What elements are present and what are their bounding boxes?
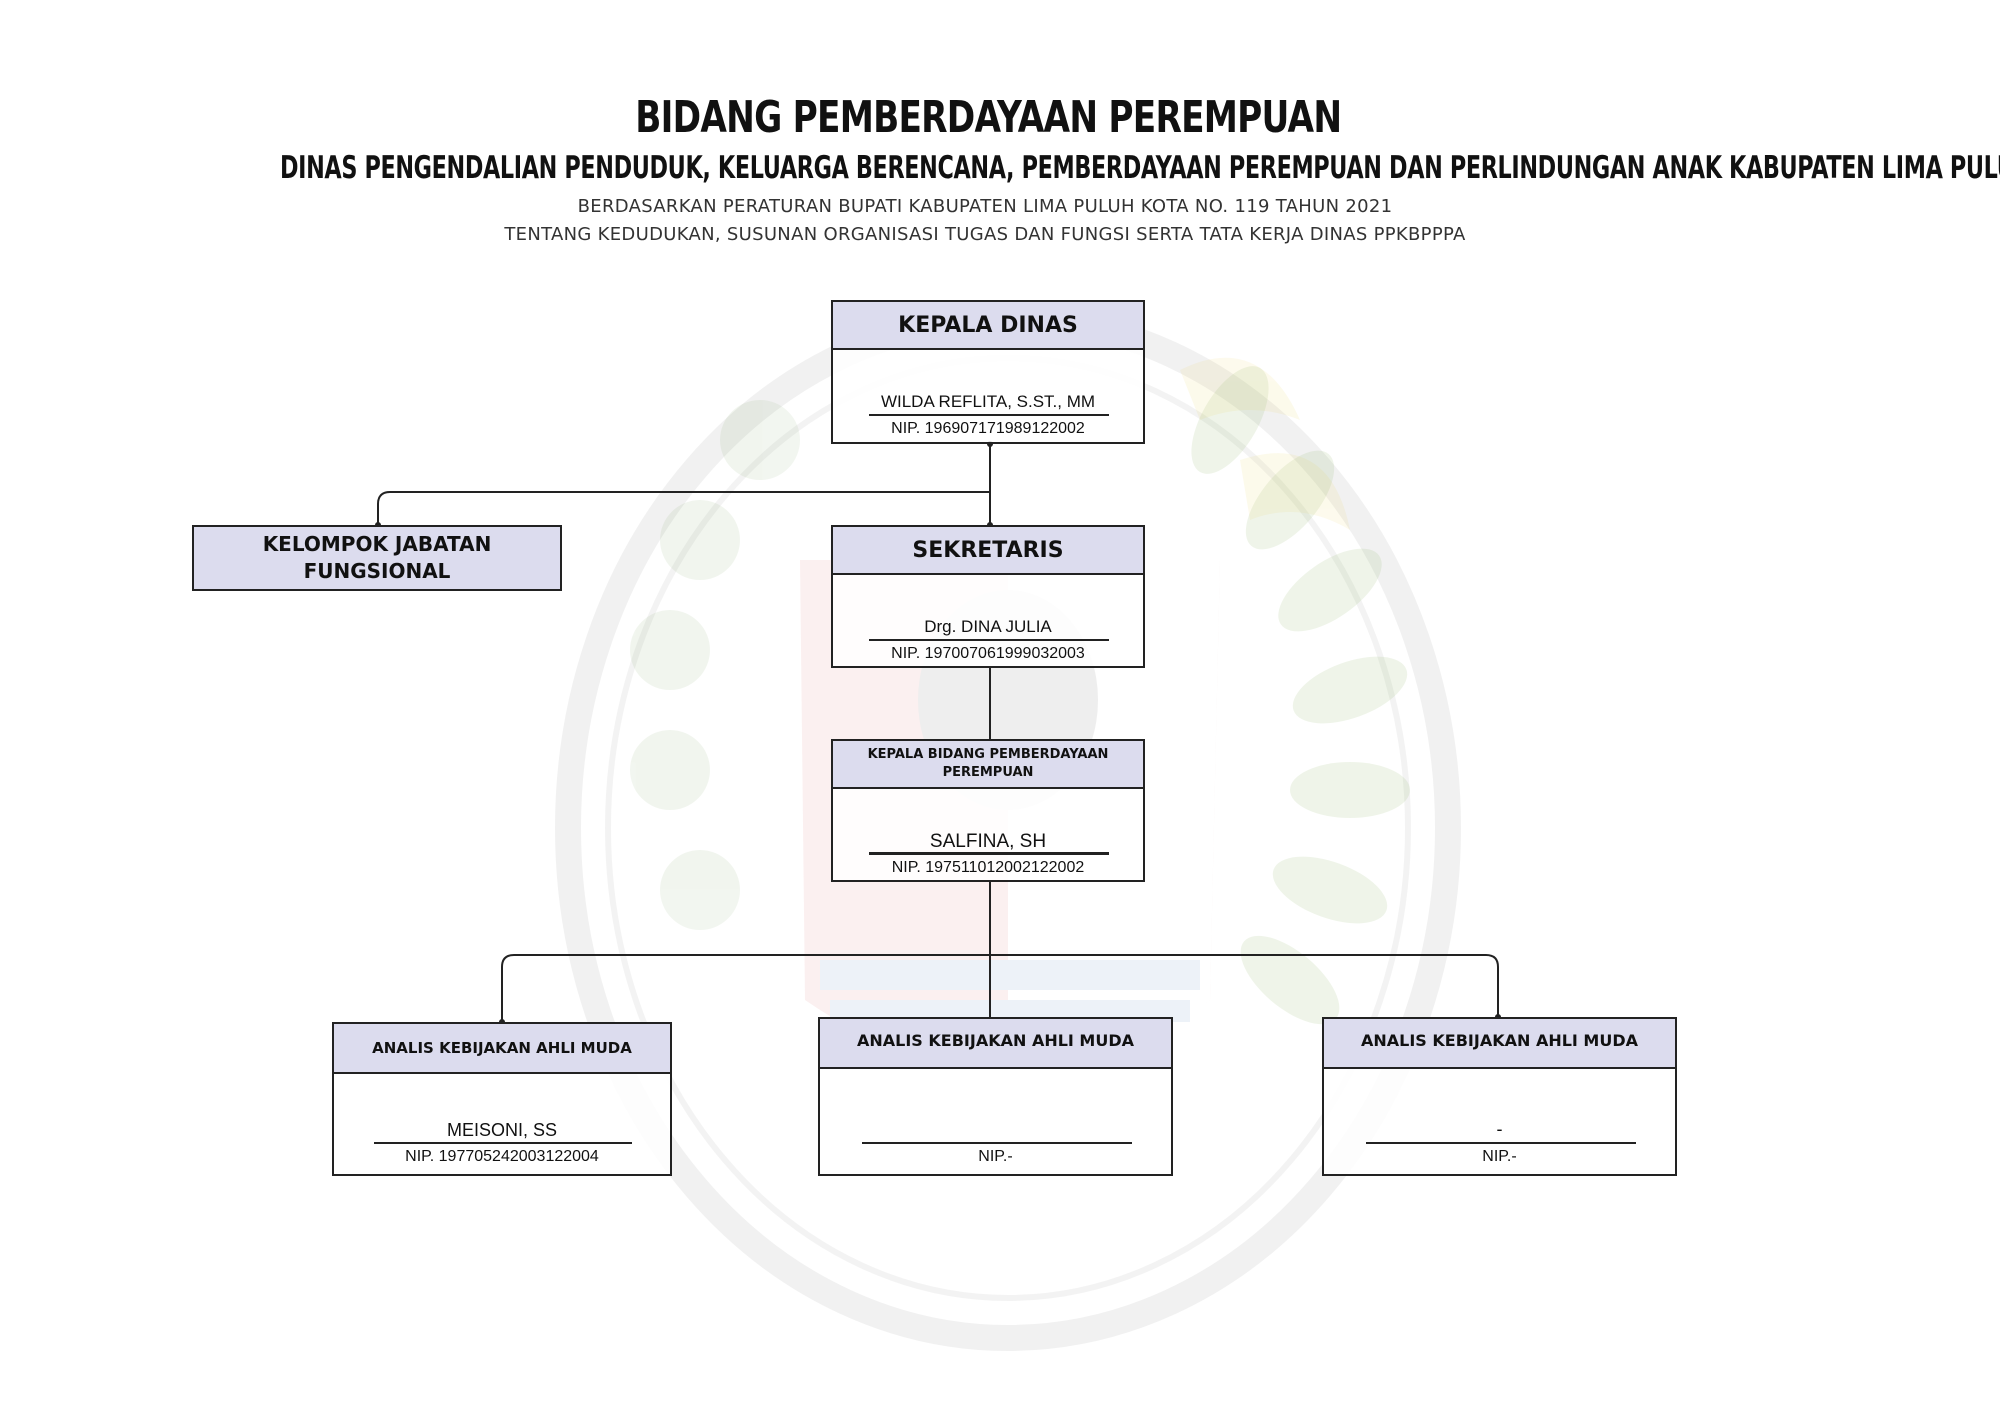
analis-3-signature-line — [1366, 1142, 1636, 1144]
sekretaris-nip: NIP. 197007061999032003 — [891, 645, 1085, 662]
analis-3-title: ANALIS KEBIJAKAN AHLI MUDA — [1324, 1019, 1675, 1069]
sekretaris-name: Drg. DINA JULIA — [924, 617, 1052, 636]
kepala-dinas-box: KEPALA DINAS WILDA REFLITA, S.ST., MM NI… — [831, 300, 1145, 444]
connector-analis-bar — [501, 954, 1499, 1022]
regulation-note-line-1: BERDASARKAN PERATURAN BUPATI KABUPATEN L… — [577, 196, 1393, 217]
analis-box-1: ANALIS KEBIJAKAN AHLI MUDA MEISONI, SS N… — [332, 1022, 672, 1176]
sekretaris-title: SEKRETARIS — [833, 527, 1143, 575]
kelompok-fungsional-box: KELOMPOK JABATAN FUNGSIONAL — [192, 525, 562, 591]
kepala-bidang-title: KEPALA BIDANG PEMBERDAYAAN PEREMPUAN — [833, 741, 1143, 789]
analis-2-title: ANALIS KEBIJAKAN AHLI MUDA — [820, 1019, 1171, 1069]
kepala-dinas-name: WILDA REFLITA, S.ST., MM — [880, 392, 1096, 411]
page-title: BIDANG PEMBERDAYAAN PEREMPUAN — [635, 92, 1342, 143]
regulation-note-line-2: TENTANG KEDUDUKAN, SUSUNAN ORGANISASI TU… — [504, 224, 1466, 245]
kepala-dinas-signature-line — [869, 414, 1109, 416]
kepala-bidang-box: KEPALA BIDANG PEMBERDAYAAN PEREMPUAN SAL… — [831, 739, 1145, 882]
kepala-bidang-signature-line — [869, 852, 1109, 855]
analis-box-3: ANALIS KEBIJAKAN AHLI MUDA - NIP.- — [1322, 1017, 1677, 1176]
analis-3-nip: NIP.- — [1482, 1148, 1517, 1165]
sekretaris-box: SEKRETARIS Drg. DINA JULIA NIP. 19700706… — [831, 525, 1145, 668]
analis-2-signature-line — [862, 1142, 1132, 1144]
analis-1-title: ANALIS KEBIJAKAN AHLI MUDA — [334, 1024, 670, 1074]
connector-to-fungsional — [377, 491, 990, 525]
analis-1-signature-line — [374, 1142, 632, 1144]
sekretaris-signature-line — [869, 639, 1109, 641]
analis-1-nip: NIP. 197705242003122004 — [405, 1148, 599, 1165]
kepala-dinas-nip: NIP. 196907171989122002 — [891, 420, 1085, 437]
analis-2-nip: NIP.- — [978, 1148, 1013, 1165]
analis-3-name: - — [1496, 1119, 1503, 1139]
analis-1-name: MEISONI, SS — [446, 1120, 558, 1140]
kepala-dinas-title: KEPALA DINAS — [833, 302, 1143, 350]
kepala-bidang-name: SALFINA, SH — [929, 831, 1047, 852]
analis-box-2: ANALIS KEBIJAKAN AHLI MUDA NIP.- — [818, 1017, 1173, 1176]
page-subtitle: DINAS PENGENDALIAN PENDUDUK, KELUARGA BE… — [280, 150, 2000, 186]
kepala-bidang-nip: NIP. 197511012002122002 — [891, 859, 1085, 876]
